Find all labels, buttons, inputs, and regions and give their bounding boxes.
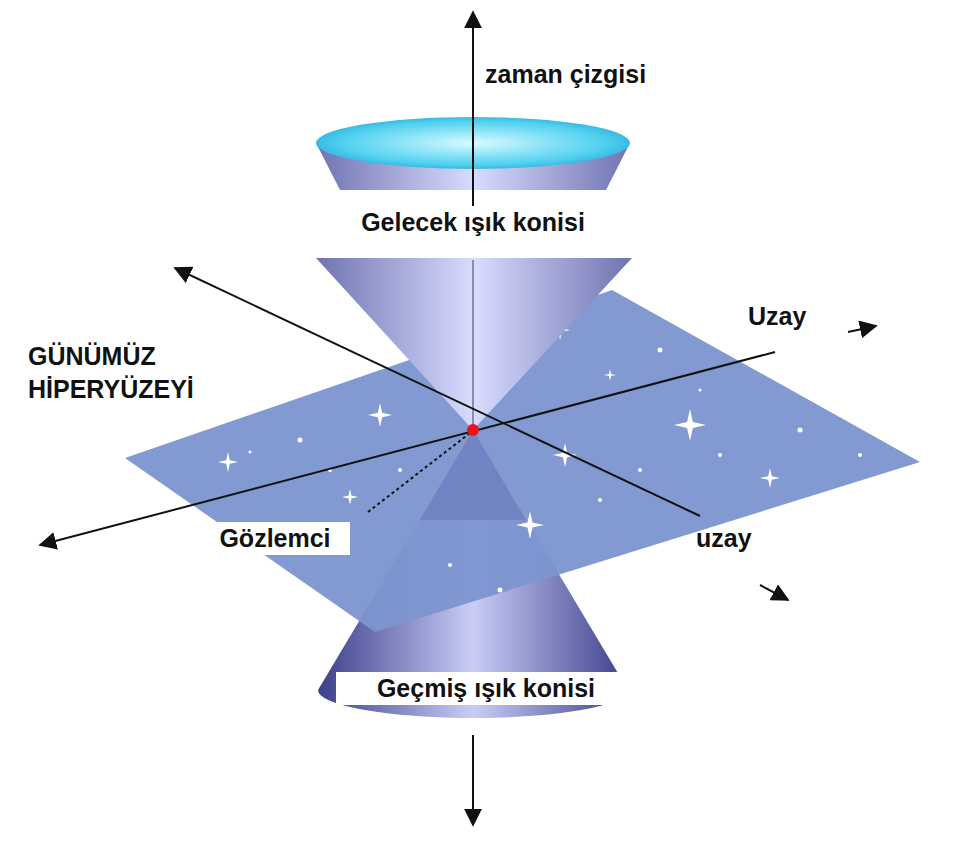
axis-label: zaman çizgisi — [485, 58, 715, 91]
star — [718, 453, 722, 457]
observer-dot — [467, 424, 479, 436]
observer-leader — [368, 433, 470, 512]
star — [368, 403, 392, 427]
time-axis — [472, 260, 474, 430]
star — [598, 498, 602, 502]
star — [249, 451, 252, 454]
future-cone — [316, 258, 632, 430]
time-axis — [472, 735, 474, 825]
star — [398, 468, 402, 472]
axis-arrow — [760, 585, 788, 600]
axis-label: Geçmiş ışık konisi — [336, 672, 636, 705]
star — [658, 348, 663, 353]
axis-arrow — [848, 326, 876, 332]
star — [674, 409, 706, 441]
star — [638, 468, 642, 472]
region-label: GÜNÜMÜZ HİPERYÜZEYİ — [28, 340, 238, 405]
star — [858, 453, 862, 457]
axis-label: uzay — [696, 522, 786, 555]
space-axis — [175, 268, 700, 516]
star — [760, 468, 780, 488]
star — [298, 438, 303, 443]
star — [498, 588, 503, 593]
star — [604, 369, 616, 381]
past-cone-front — [420, 430, 526, 520]
axis-label: Gelecek ışık konisi — [313, 206, 633, 239]
star — [218, 452, 238, 472]
star — [448, 563, 452, 567]
star — [798, 428, 803, 433]
time-axis — [472, 12, 474, 215]
axis-label: Gözlemci — [200, 522, 350, 555]
star — [553, 443, 577, 467]
star — [342, 489, 358, 505]
axis-label: Uzay — [748, 300, 838, 333]
star — [699, 389, 702, 392]
